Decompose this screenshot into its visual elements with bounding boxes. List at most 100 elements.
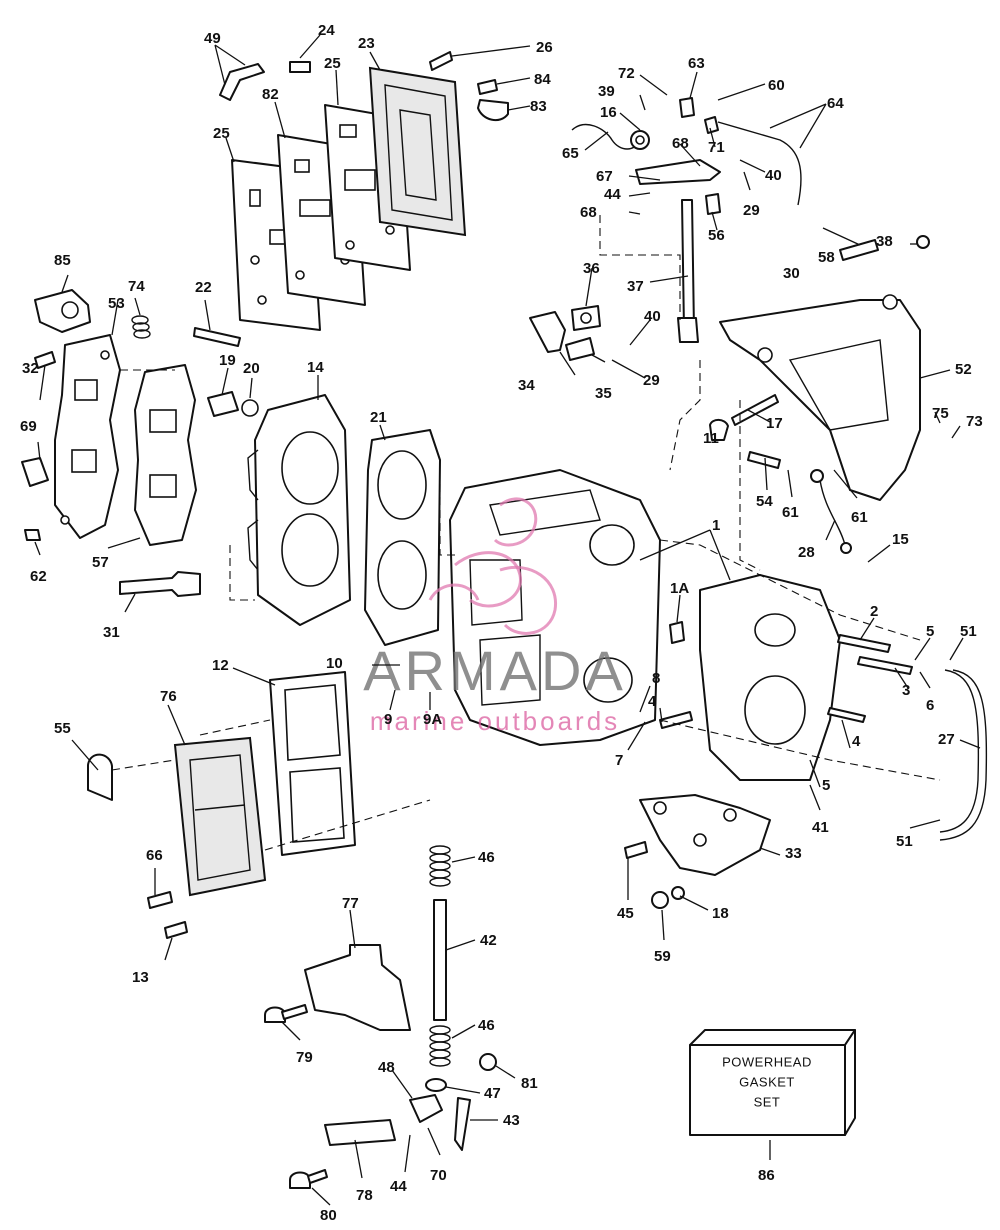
- callout-label: 51: [896, 833, 913, 850]
- callout-label: 47: [484, 1085, 501, 1102]
- callout-label: 20: [243, 360, 260, 377]
- callout-label: 1A: [670, 580, 689, 597]
- callout-label: 43: [503, 1112, 520, 1129]
- callout-label: 66: [146, 847, 163, 864]
- callout-label: 30: [783, 265, 800, 282]
- watermark: ARMADA marine outboards: [363, 497, 627, 736]
- callout-label: 79: [296, 1049, 313, 1066]
- callout-label: 38: [876, 233, 893, 250]
- exhaust-cover-assembly: [219, 51, 509, 331]
- callout-label: 18: [712, 905, 729, 922]
- callout-label: 69: [20, 418, 37, 435]
- gasket-set-line-3: SET: [754, 1095, 781, 1110]
- callout-label: 25: [213, 125, 230, 142]
- callout-label: 62: [30, 568, 47, 585]
- callout-label: 5: [822, 777, 830, 794]
- callout-label: 44: [604, 186, 621, 203]
- callout-label: 52: [955, 361, 972, 378]
- callout-label: 9A: [423, 711, 442, 728]
- cylinder-head-assembly: [119, 327, 441, 646]
- callout-label: 36: [583, 260, 600, 277]
- callout-label: 49: [204, 30, 221, 47]
- callout-label: 10: [326, 655, 343, 672]
- callout-label: 42: [480, 932, 497, 949]
- callout-label: 72: [618, 65, 635, 82]
- callout-label: 56: [708, 227, 725, 244]
- callout-label: 68: [672, 135, 689, 152]
- callout-label: 46: [478, 849, 495, 866]
- callout-label: 60: [768, 77, 785, 94]
- callout-labels: 1 1A 2 3 4 4 5 5 6 7 8 9 9A 10 11 12 13 …: [20, 22, 983, 1224]
- callout-label: 28: [798, 544, 815, 561]
- callout-label: 24: [318, 22, 335, 39]
- watermark-brand: ARMADA: [363, 639, 627, 702]
- callout-label: 65: [562, 145, 579, 162]
- callout-label: 5: [926, 623, 934, 640]
- callout-label: 29: [743, 202, 760, 219]
- callout-label: 70: [430, 1167, 447, 1184]
- callout-label: 40: [765, 167, 782, 184]
- support-bracket: [709, 235, 930, 554]
- callout-label: 53: [108, 295, 125, 312]
- callout-label: 3: [902, 682, 910, 699]
- throttle-linkage: [529, 97, 802, 361]
- callout-label: 26: [536, 39, 553, 56]
- callout-label: 4: [852, 733, 861, 750]
- callout-label: 77: [342, 895, 359, 912]
- gasket-set-line-2: GASKET: [739, 1075, 795, 1090]
- callout-label: 57: [92, 554, 109, 571]
- intake-cover-assembly: [87, 671, 356, 939]
- callout-label: 27: [938, 731, 955, 748]
- callout-label: 37: [627, 278, 644, 295]
- callout-label: 45: [617, 905, 634, 922]
- callout-label: 32: [22, 360, 39, 377]
- callout-label: 83: [530, 98, 547, 115]
- callout-label: 71: [708, 139, 725, 156]
- callout-label: 63: [688, 55, 705, 72]
- callout-label: 51: [960, 623, 977, 640]
- bypass-cover-assembly: [21, 289, 197, 546]
- callout-label: 40: [644, 308, 661, 325]
- callout-label: 15: [892, 531, 909, 548]
- callout-label: 31: [103, 624, 120, 641]
- callout-label: 1: [712, 517, 720, 534]
- callout-label: 14: [307, 359, 324, 376]
- callout-label: 11: [703, 430, 719, 447]
- callout-label: 86: [758, 1167, 775, 1184]
- callout-label: 6: [926, 697, 934, 714]
- callout-label: 2: [870, 603, 878, 620]
- callout-label: 54: [756, 493, 773, 510]
- callout-label: 22: [195, 279, 212, 296]
- callout-label: 76: [160, 688, 177, 705]
- callout-label: 41: [812, 819, 829, 836]
- gasket-set-box: POWERHEAD GASKET SET: [689, 1029, 856, 1136]
- mounting-bracket: [624, 794, 771, 909]
- callout-label: 61: [782, 504, 799, 521]
- callout-label: 29: [643, 372, 660, 389]
- callout-label: 81: [521, 1075, 538, 1092]
- callout-label: 25: [324, 55, 341, 72]
- callout-label: 13: [132, 969, 149, 986]
- callout-label: 39: [598, 83, 615, 100]
- callout-label: 55: [54, 720, 71, 737]
- callout-label: 80: [320, 1207, 337, 1224]
- callout-label: 23: [358, 35, 375, 52]
- callout-label: 44: [390, 1178, 407, 1195]
- callout-label: 4: [648, 693, 657, 710]
- watermark-logo-icon: [428, 497, 557, 635]
- watermark-tagline: marine outboards: [370, 706, 620, 736]
- callout-label: 35: [595, 385, 612, 402]
- callout-label: 58: [818, 249, 835, 266]
- callout-label: 34: [518, 377, 535, 394]
- callout-label: 46: [478, 1017, 495, 1034]
- callout-label: 74: [128, 278, 145, 295]
- callout-label: 64: [827, 95, 844, 112]
- callout-label: 33: [785, 845, 802, 862]
- valve-spring-assembly: [264, 845, 497, 1189]
- callout-label: 84: [534, 71, 551, 88]
- callout-label: 7: [615, 752, 623, 769]
- callout-label: 8: [652, 670, 660, 687]
- callout-label: 82: [262, 86, 279, 103]
- callout-label: 16: [600, 104, 617, 121]
